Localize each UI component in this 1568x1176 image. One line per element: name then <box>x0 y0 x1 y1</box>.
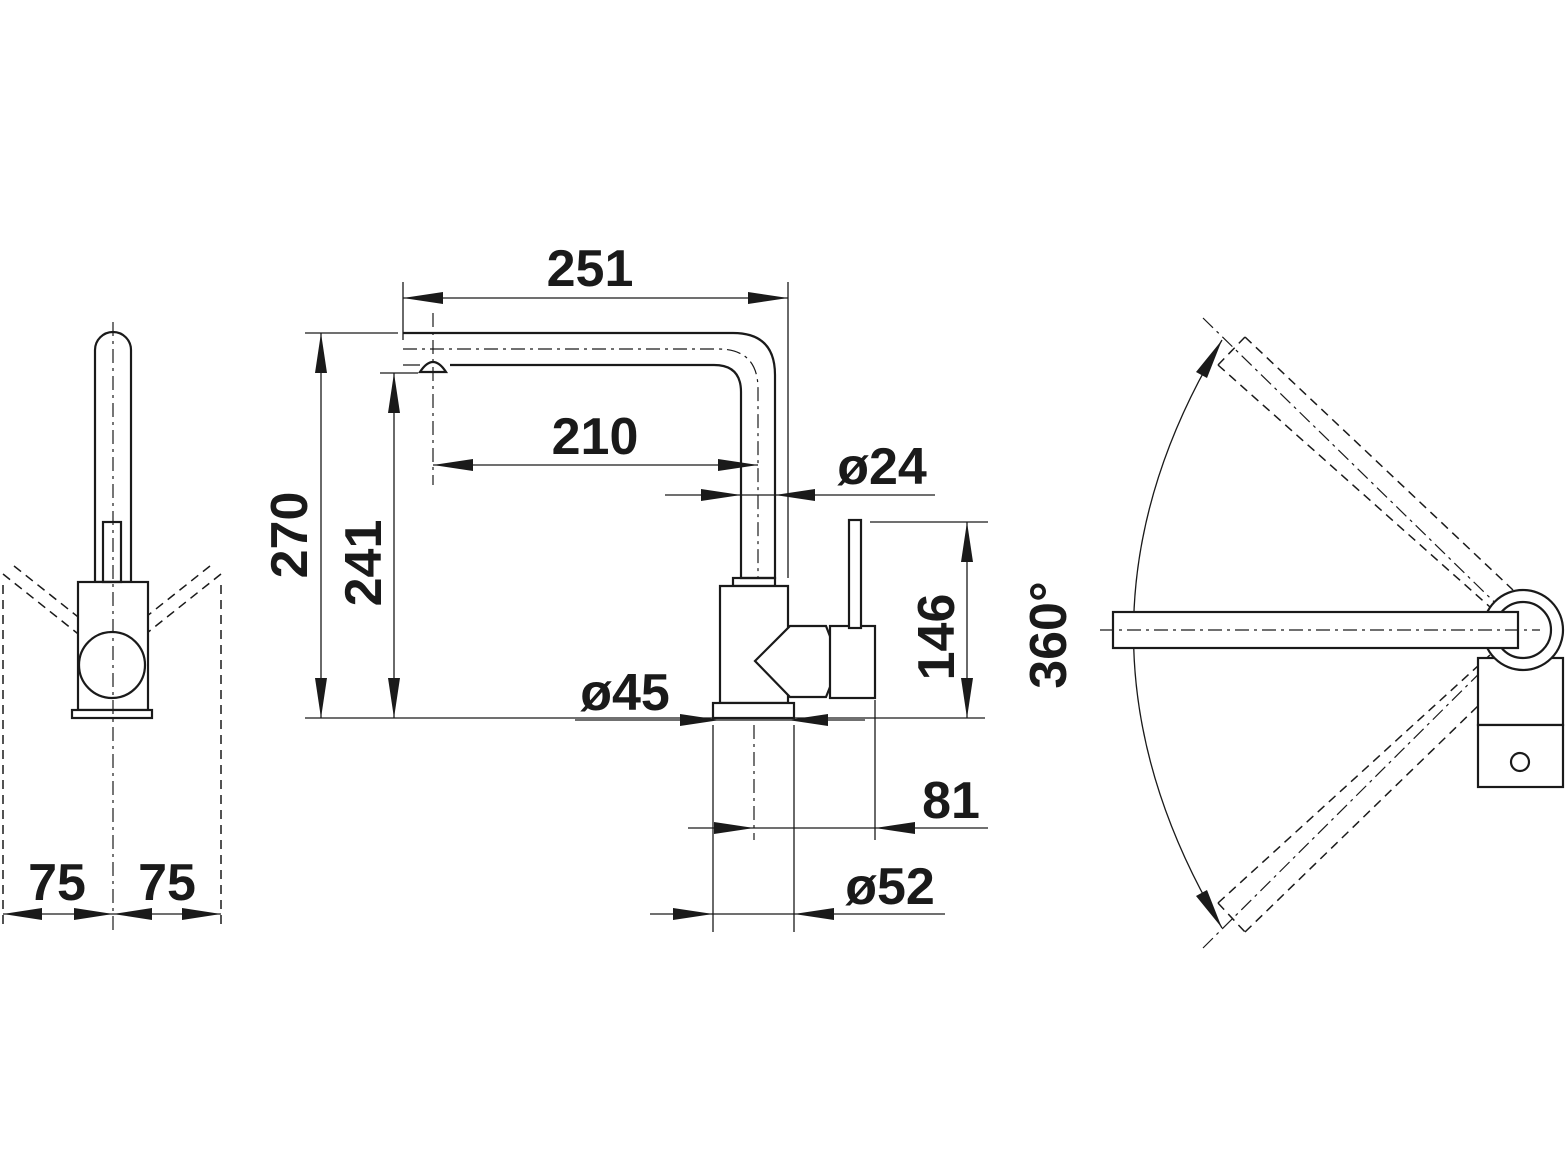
top-view: 360° <box>1020 317 1565 949</box>
front-dim-251-label: 251 <box>547 240 634 298</box>
top-lever-block <box>1476 723 1565 789</box>
top-arc-arrow-top <box>1196 340 1222 378</box>
side-lever-stem <box>101 520 123 584</box>
front-spout-collar <box>731 576 777 588</box>
front-aerator <box>417 360 449 374</box>
top-lever-hole <box>1509 751 1531 773</box>
front-dim-52-line <box>650 908 945 920</box>
side-lever <box>93 330 133 584</box>
side-view: 75 75 <box>2 322 222 932</box>
top-spout-upper-dashed <box>1202 317 1524 631</box>
front-dim-45-line <box>575 714 865 726</box>
front-lever-housing <box>828 624 877 700</box>
side-dim-left-label: 75 <box>28 854 86 912</box>
front-dim-210-line <box>433 459 758 471</box>
side-cartridge <box>77 630 147 700</box>
front-dim-270-label: 270 <box>261 492 319 579</box>
front-dim-24-label: ø24 <box>837 438 927 496</box>
front-dim-251-line <box>403 292 788 304</box>
front-dim-81-label: 81 <box>922 772 980 830</box>
front-dim-146-line <box>961 522 973 718</box>
front-view: 251 210 ø24 270 241 <box>261 240 988 932</box>
front-dim-24-line <box>665 489 935 501</box>
top-arc-arrow-bottom <box>1196 890 1222 928</box>
front-dim-45-label: ø45 <box>580 664 670 722</box>
top-spout-lower-dashed <box>1202 629 1524 949</box>
side-base <box>70 708 154 720</box>
top-dim-360-label: 360° <box>1020 581 1078 689</box>
side-dim-line <box>3 908 221 920</box>
front-dim-270-line <box>315 333 327 718</box>
front-dim-241-label: 241 <box>335 520 393 607</box>
front-dim-210-label: 210 <box>552 408 639 466</box>
front-spout-centerline <box>403 348 759 578</box>
front-dim-52-label: ø52 <box>845 858 935 916</box>
side-dim-right-label: 75 <box>138 854 196 912</box>
front-base <box>711 701 796 720</box>
front-dim-81-line <box>688 822 988 834</box>
front-lever <box>847 518 863 630</box>
front-dim-241-line <box>388 373 400 718</box>
front-dim-146-label: 146 <box>908 594 966 681</box>
